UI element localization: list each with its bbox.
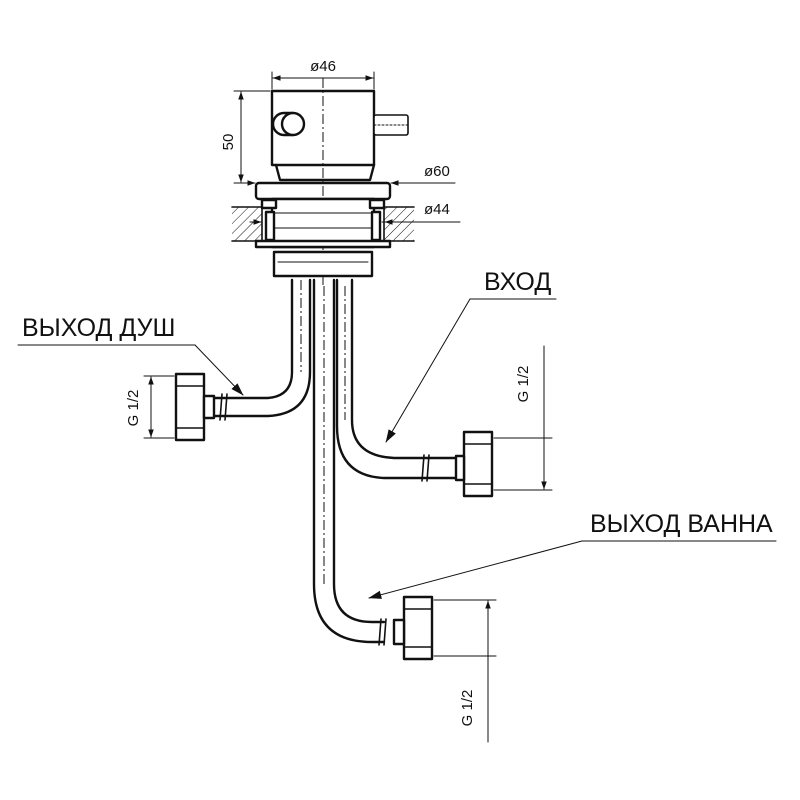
lever-knob-icon [271,111,306,137]
label-bath-out: ВЫХОД ВАННА [590,510,773,538]
dimension-flange-diameter: ø60 [235,163,456,186]
fitting-nut-shower [174,372,216,442]
mounting-surface [231,197,415,278]
leader-bath-out: ВЫХОД ВАННА [368,510,777,599]
pipe-shower [212,278,312,418]
dimension-height: 50 [220,90,271,184]
dimension-height-label: 50 [220,134,237,151]
label-shower-out: ВЫХОД ДУШ [22,314,175,342]
mixer-body [254,78,409,285]
dimension-thread-inlet-label: G 1/2 [515,366,532,403]
dimension-hole-diameter-label: ø44 [424,201,450,218]
pipe-bath [312,278,386,644]
leader-shower-out: ВЫХОД ДУШ [17,314,244,396]
dimension-flange-diameter-label: ø60 [424,163,450,180]
dimension-body-diameter-label: ø46 [310,58,336,75]
dimension-thread-shower-label: G 1/2 [125,390,142,427]
fitting-nut-bath [392,595,434,661]
label-inlet: ВХОД [484,268,551,296]
dimension-thread-inlet: G 1/2 [493,345,553,491]
dimension-thread-shower: G 1/2 [125,375,175,439]
fitting-nut-inlet [454,430,494,498]
leader-inlet: ВХОД [385,268,557,443]
dimension-hole-diameter: ø44 [249,201,461,225]
pipe-break-marks [219,393,430,646]
pipe-inlet [335,278,464,480]
dimension-thread-bath-label: G 1/2 [459,690,476,727]
dimension-thread-bath: G 1/2 [433,599,497,743]
dimension-body-diameter: ø46 [271,58,375,90]
